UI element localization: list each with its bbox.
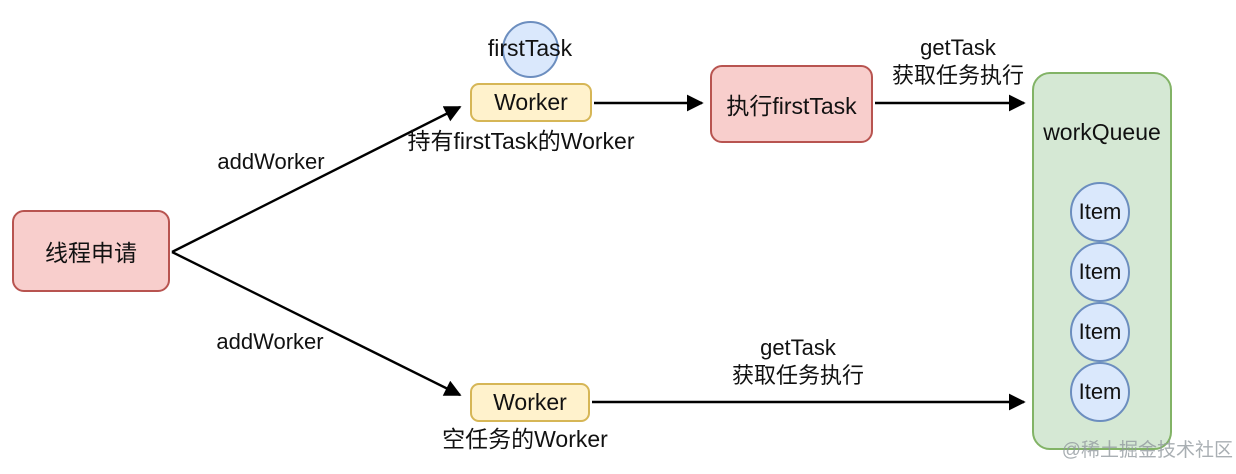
edge-label-gettask-top-line2: 获取任务执行 bbox=[891, 63, 1024, 88]
edge-addworker-bottom bbox=[171, 250, 462, 397]
work-queue-title: workQueue bbox=[1043, 119, 1161, 145]
edge-label-addworker-top: addWorker bbox=[217, 149, 325, 174]
worker-top-caption: 持有firstTask的Worker bbox=[407, 128, 635, 154]
edge-addworker-top bbox=[171, 105, 462, 254]
node-exec-first-task: 执行firstTask bbox=[710, 65, 873, 143]
node-worker-top: Worker bbox=[470, 83, 592, 122]
edge-label-gettask-top-line1: getTask bbox=[920, 35, 996, 60]
edge-label-gettask-bottom-line2: 获取任务执行 bbox=[731, 363, 864, 388]
queue-item: Item bbox=[1070, 242, 1130, 302]
edge-label-gettask-bottom: getTask 获取任务执行 bbox=[698, 334, 898, 390]
edge-label-addworker-bottom: addWorker bbox=[216, 329, 324, 354]
worker-bottom-caption: 空任务的Worker bbox=[442, 426, 608, 452]
queue-item: Item bbox=[1070, 182, 1130, 242]
watermark: @稀土掘金技术社区 bbox=[1061, 440, 1233, 461]
first-task-label: firstTask bbox=[487, 35, 573, 61]
node-worker-bottom: Worker bbox=[470, 383, 590, 422]
queue-item: Item bbox=[1070, 362, 1130, 422]
queue-item: Item bbox=[1070, 302, 1130, 362]
node-thread-request: 线程申请 bbox=[12, 210, 170, 292]
edge-label-gettask-top: getTask 获取任务执行 bbox=[858, 34, 1058, 90]
first-task-circle bbox=[502, 21, 559, 78]
edge-label-gettask-bottom-line1: getTask bbox=[760, 335, 836, 360]
